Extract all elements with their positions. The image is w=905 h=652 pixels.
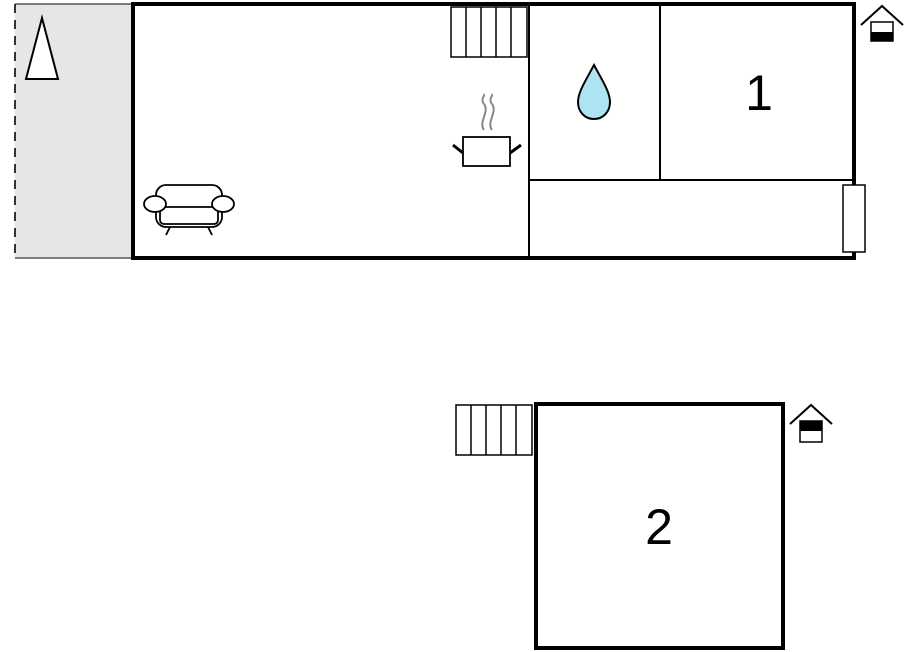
upper-floor: 2 bbox=[455, 402, 833, 650]
ground-floor: 1 bbox=[14, 2, 904, 260]
room-label-1: 1 bbox=[745, 65, 773, 121]
outer-walls bbox=[131, 2, 856, 260]
cooking-pot-icon bbox=[452, 93, 522, 167]
sofa-icon bbox=[143, 184, 235, 236]
bedroom-2-walls bbox=[534, 402, 785, 650]
house-entrance-icon bbox=[860, 4, 904, 42]
stairs-icon bbox=[450, 6, 528, 58]
entrance-door bbox=[842, 184, 866, 253]
water-drop-icon bbox=[576, 62, 612, 121]
terrace-area bbox=[14, 3, 133, 259]
room-label-2: 2 bbox=[645, 499, 673, 555]
parasol-icon bbox=[24, 14, 60, 80]
house-entrance-icon bbox=[789, 403, 833, 443]
stairs-icon bbox=[455, 404, 533, 456]
